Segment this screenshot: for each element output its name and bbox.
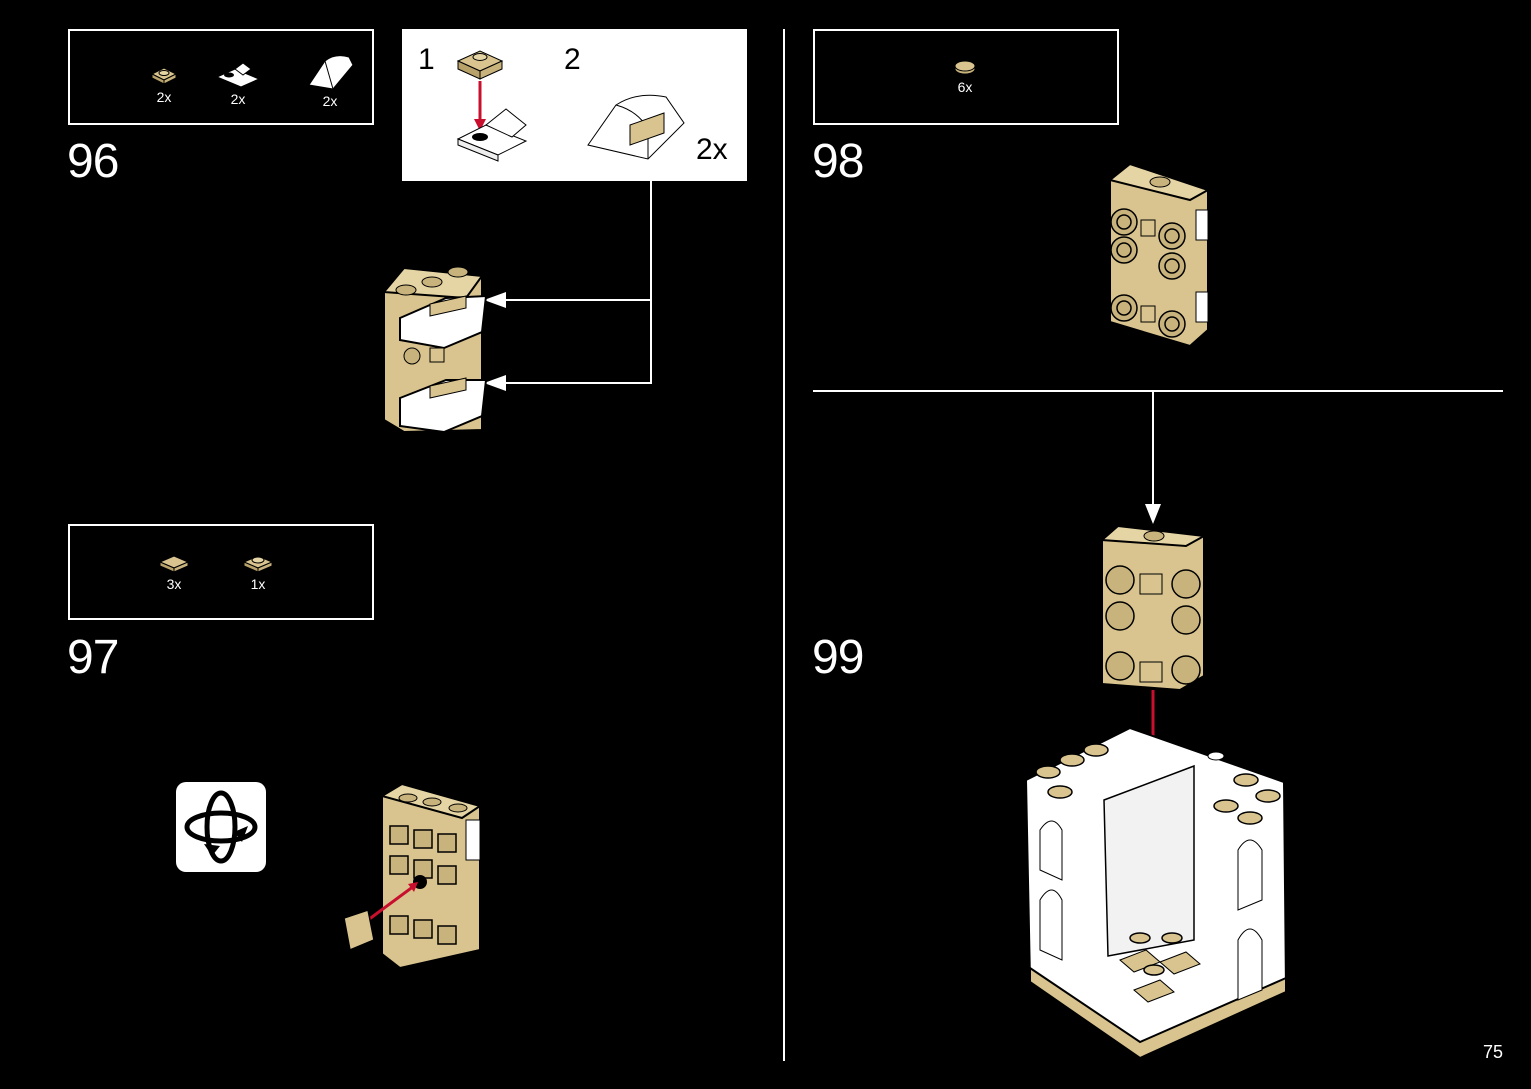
substep-multiplier: 2x [696,133,728,166]
parts-list-step-98: 6x [813,29,1119,125]
page-number: 75 [1482,1042,1503,1062]
tan-round-tile-icon [954,60,976,75]
step-divider-horizontal [813,390,1503,392]
part-qty: 6x [957,79,973,95]
white-clip-plate-icon [215,62,261,88]
part-qty: 2x [156,89,172,105]
part-qty: 3x [166,576,182,592]
substep-illustration [456,50,685,162]
tan-plate-1x1-icon [150,67,178,85]
step-number-98: 98 [812,135,864,188]
parts-list-step-96: 2x 2x 2x [68,29,374,125]
step-number-96: 96 [67,135,119,188]
tan-tile-1x1-icon [158,555,190,573]
part-tan-plate: 2x [134,65,194,105]
parts-list-step-97: 3x 1x [68,524,374,620]
part-qty: 1x [250,576,266,592]
step-number-99: 99 [812,631,864,684]
substep-1-label: 1 [418,43,435,76]
part-tan-round-tile: 6x [935,59,995,95]
part-tan-tile: 3x [144,554,204,592]
tan-round-plate-icon [242,555,274,573]
substep-callout: 1 2 2x [402,29,747,181]
part-white-slope: 2x [300,51,360,109]
part-qty: 2x [322,93,338,109]
part-qty: 2x [230,91,246,107]
white-curved-slope-icon [308,55,354,90]
rotate-arrows-icon [184,790,258,864]
step-number-97: 97 [67,631,119,684]
rotate-model-icon [176,782,266,872]
substep-2-label: 2 [564,43,581,76]
part-white-clip: 2x [208,61,268,107]
page-divider-vertical [783,29,785,1061]
part-tan-round-plate: 1x [228,552,288,592]
